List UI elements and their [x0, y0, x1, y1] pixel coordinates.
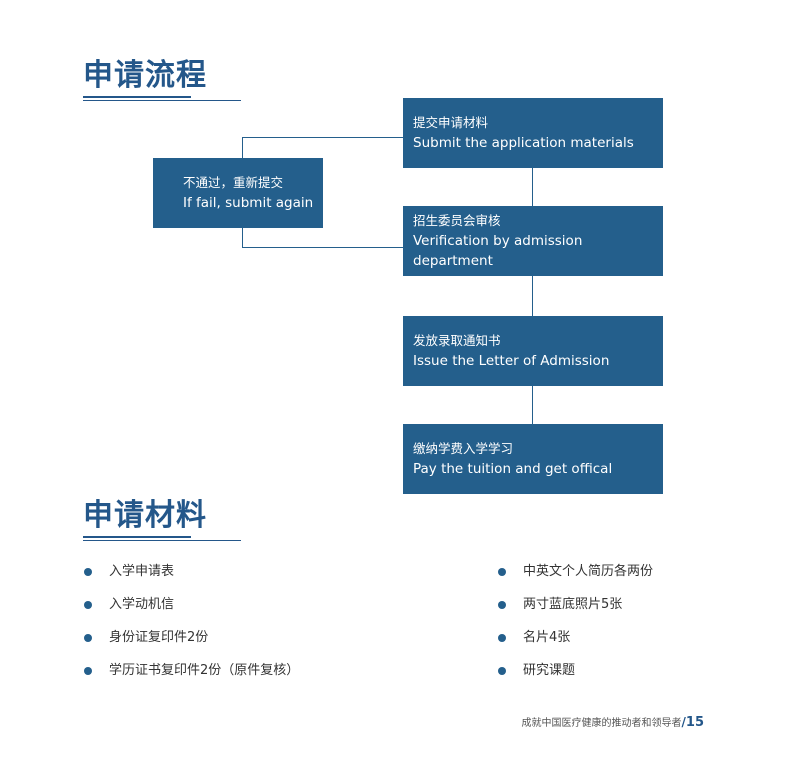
bullet-icon [84, 568, 92, 576]
fail-box: 不通过，重新提交 If fail, submit again [153, 158, 323, 228]
title-underline [83, 100, 241, 101]
step-box-letter: 发放录取通知书 Issue the Letter of Admission [403, 316, 663, 386]
bullet-icon [498, 667, 506, 675]
connector-line [532, 168, 533, 206]
materials-list-left: 入学申请表 入学动机信 身份证复印件2份 学历证书复印件2份（原件复核） [84, 562, 299, 694]
step-box-verification: 招生委员会审核 Verification by admission depart… [403, 206, 663, 276]
list-item-text: 研究课题 [523, 663, 576, 678]
list-item: 名片4张 [498, 628, 653, 661]
step-en: Verification by admission department [413, 233, 583, 269]
connector-line [242, 228, 243, 247]
list-item: 学历证书复印件2份（原件复核） [84, 661, 299, 694]
list-item: 两寸蓝底照片5张 [498, 595, 653, 628]
step-cn: 发放录取通知书 [413, 333, 501, 348]
step-en: Pay the tuition and get offical [413, 461, 613, 477]
step-cn: 招生委员会审核 [413, 213, 501, 228]
list-item: 入学动机信 [84, 595, 299, 628]
page-number: 15 [685, 715, 704, 730]
fail-box-en: If fail, submit again [183, 195, 314, 211]
title-underline [83, 540, 241, 541]
bullet-icon [84, 634, 92, 642]
list-item-text: 中英文个人简历各两份 [523, 564, 654, 579]
page-footer: 成就中国医疗健康的推动者和领导者/15 [522, 714, 704, 730]
list-item-text: 入学申请表 [109, 564, 175, 579]
bullet-icon [498, 634, 506, 642]
title-underline [83, 536, 191, 538]
title-underline [83, 96, 191, 98]
list-item: 研究课题 [498, 661, 653, 694]
list-item-text: 入学动机信 [109, 597, 175, 612]
step-box-submit: 提交申请材料 Submit the application materials [403, 98, 663, 168]
step-cn: 缴纳学费入学学习 [413, 441, 514, 456]
connector-line [532, 386, 533, 424]
list-item-text: 两寸蓝底照片5张 [523, 597, 623, 612]
step-en: Issue the Letter of Admission [413, 353, 610, 369]
materials-list-right: 中英文个人简历各两份 两寸蓝底照片5张 名片4张 研究课题 [498, 562, 653, 694]
connector-line [242, 137, 243, 158]
process-title: 申请流程 [83, 58, 207, 93]
connector-line [242, 137, 403, 138]
list-item: 入学申请表 [84, 562, 299, 595]
connector-line [242, 247, 403, 248]
list-item-text: 名片4张 [523, 630, 571, 645]
list-item: 中英文个人简历各两份 [498, 562, 653, 595]
bullet-icon [498, 568, 506, 576]
fail-box-cn: 不通过，重新提交 [183, 175, 284, 190]
bullet-icon [84, 601, 92, 609]
bullet-icon [84, 667, 92, 675]
footer-slogan: 成就中国医疗健康的推动者和领导者 [521, 718, 682, 729]
list-item-text: 学历证书复印件2份（原件复核） [109, 663, 300, 678]
step-cn: 提交申请材料 [413, 115, 489, 130]
list-item: 身份证复印件2份 [84, 628, 299, 661]
step-en: Submit the application materials [413, 135, 634, 151]
footer-separator: / [681, 715, 686, 729]
materials-title: 申请材料 [83, 498, 207, 533]
bullet-icon [498, 601, 506, 609]
list-item-text: 身份证复印件2份 [109, 630, 209, 645]
connector-line [532, 276, 533, 316]
step-box-tuition: 缴纳学费入学学习 Pay the tuition and get offical [403, 424, 663, 494]
